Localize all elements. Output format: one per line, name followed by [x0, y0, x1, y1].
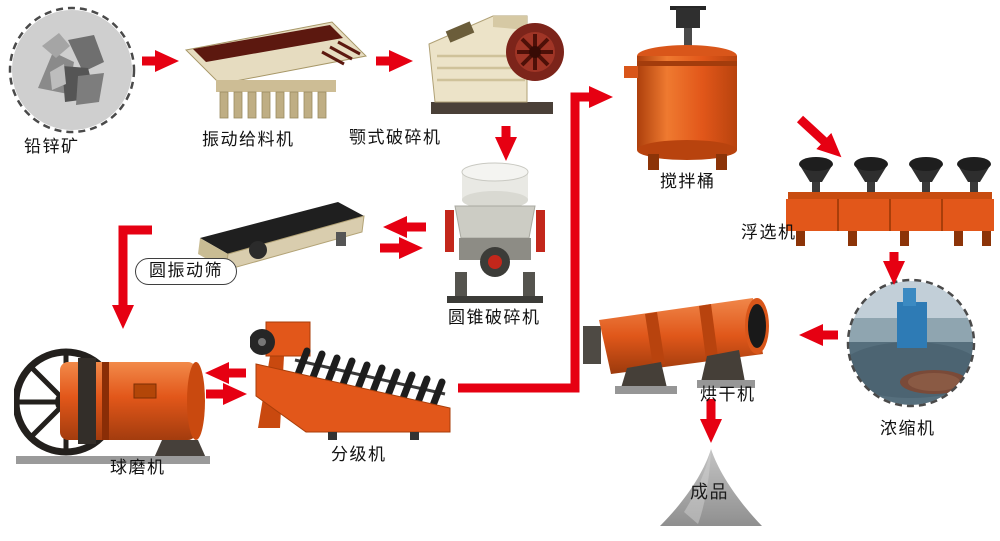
flotation-image	[786, 150, 996, 250]
jaw-crusher-label: 颚式破碎机	[349, 128, 442, 148]
ball-mill-image	[14, 318, 212, 464]
jaw-crusher-image	[413, 2, 565, 132]
vibrating-screen-label: 圆振动筛	[135, 258, 237, 286]
feeder-label: 振动给料机	[202, 130, 295, 150]
flotation-label: 浮选机	[741, 223, 797, 243]
product-illustration	[660, 449, 762, 526]
cone-crusher-illustration	[445, 162, 545, 303]
dryer-illustration	[583, 298, 769, 394]
product-image	[654, 446, 768, 532]
classifier-image	[250, 320, 457, 440]
ore-image	[8, 6, 136, 134]
thickener-label: 浓缩机	[880, 419, 936, 439]
feeder-illustration	[184, 21, 368, 119]
ore-label: 铅锌矿	[24, 137, 80, 157]
mixing-tank-image	[624, 6, 751, 172]
feeder-image	[180, 14, 372, 126]
classifier-illustration	[250, 321, 451, 440]
thickener-image	[844, 276, 978, 410]
cone-crusher-image	[437, 158, 553, 304]
classifier-label: 分级机	[331, 445, 387, 465]
product-label: 成品	[690, 482, 729, 503]
arrow-mixing-tank-to-flotation	[796, 115, 842, 158]
ball-mill-label: 球磨机	[110, 458, 166, 478]
ore-illustration	[8, 6, 136, 134]
cone-crusher-label: 圆锥破碎机	[448, 308, 541, 328]
dryer-label: 烘干机	[700, 385, 756, 405]
flotation-illustration	[786, 157, 994, 246]
dryer-image	[583, 278, 795, 398]
mixing-tank-illustration	[624, 6, 737, 170]
thickener-illustration	[846, 278, 976, 408]
jaw-crusher-illustration	[428, 15, 564, 114]
mixing-tank-label: 搅拌桶	[660, 172, 716, 192]
ball-mill-illustration	[14, 348, 210, 464]
